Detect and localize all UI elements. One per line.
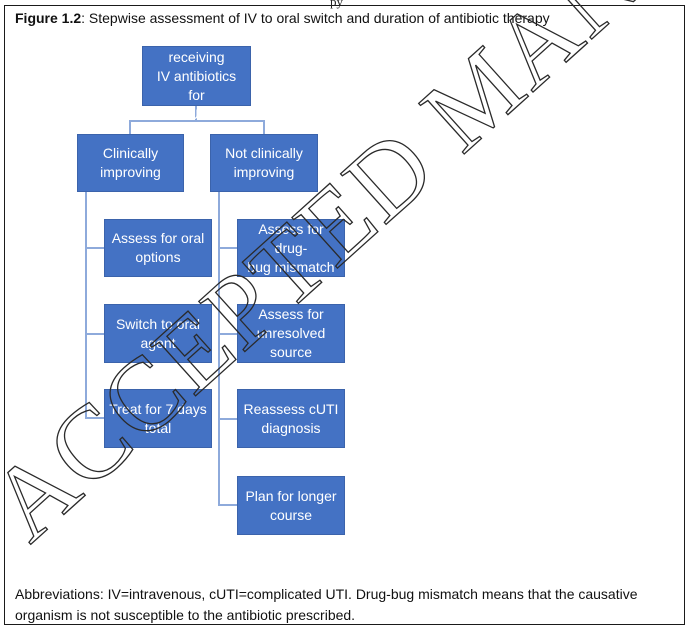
connector-right-drop [263,120,265,135]
right-step-2: Assess for unresolved source [237,304,345,363]
figure-frame [4,5,685,625]
connector-root-stem [195,105,197,121]
left-branch-node: Clinically improving [77,134,184,192]
connector-left-drop [129,120,131,135]
left-step-1: Assess for oral options [104,219,212,277]
connector-right-tick-4 [218,504,238,506]
connector-right-tick-1 [218,247,238,249]
figure-caption-text: : Stepwise assessment of IV to oral swit… [81,10,550,26]
right-step-4: Plan for longer course [237,476,345,535]
figure-caption: Figure 1.2: Stepwise assessment of IV to… [15,10,550,26]
connector-right-spine [218,192,220,506]
figure-label: Figure 1.2 [15,10,82,26]
connector-left-tick-2 [85,333,105,335]
connector-left-tick-3 [85,417,105,419]
connector-left-spine [85,192,87,417]
connector-right-tick-3 [218,418,238,420]
header-fragment: py [330,0,343,9]
right-step-3: Reassess cUTI diagnosis [237,389,345,448]
connector-right-tick-2 [218,333,238,335]
connector-left-tick-1 [85,247,105,249]
connector-branch-bar [129,120,265,122]
right-step-1: Assess for drug- bug mismatch [237,219,345,277]
right-branch-node: Not clinically improving [210,134,318,192]
left-step-3: Treat for 7 days total [104,389,212,448]
abbreviations-note: Abbreviations: IV=intravenous, cUTI=comp… [15,586,638,623]
left-step-2: Switch to oral agent [104,304,212,363]
root-node: Patient receiving IV antibiotics for cUT… [142,30,251,122]
